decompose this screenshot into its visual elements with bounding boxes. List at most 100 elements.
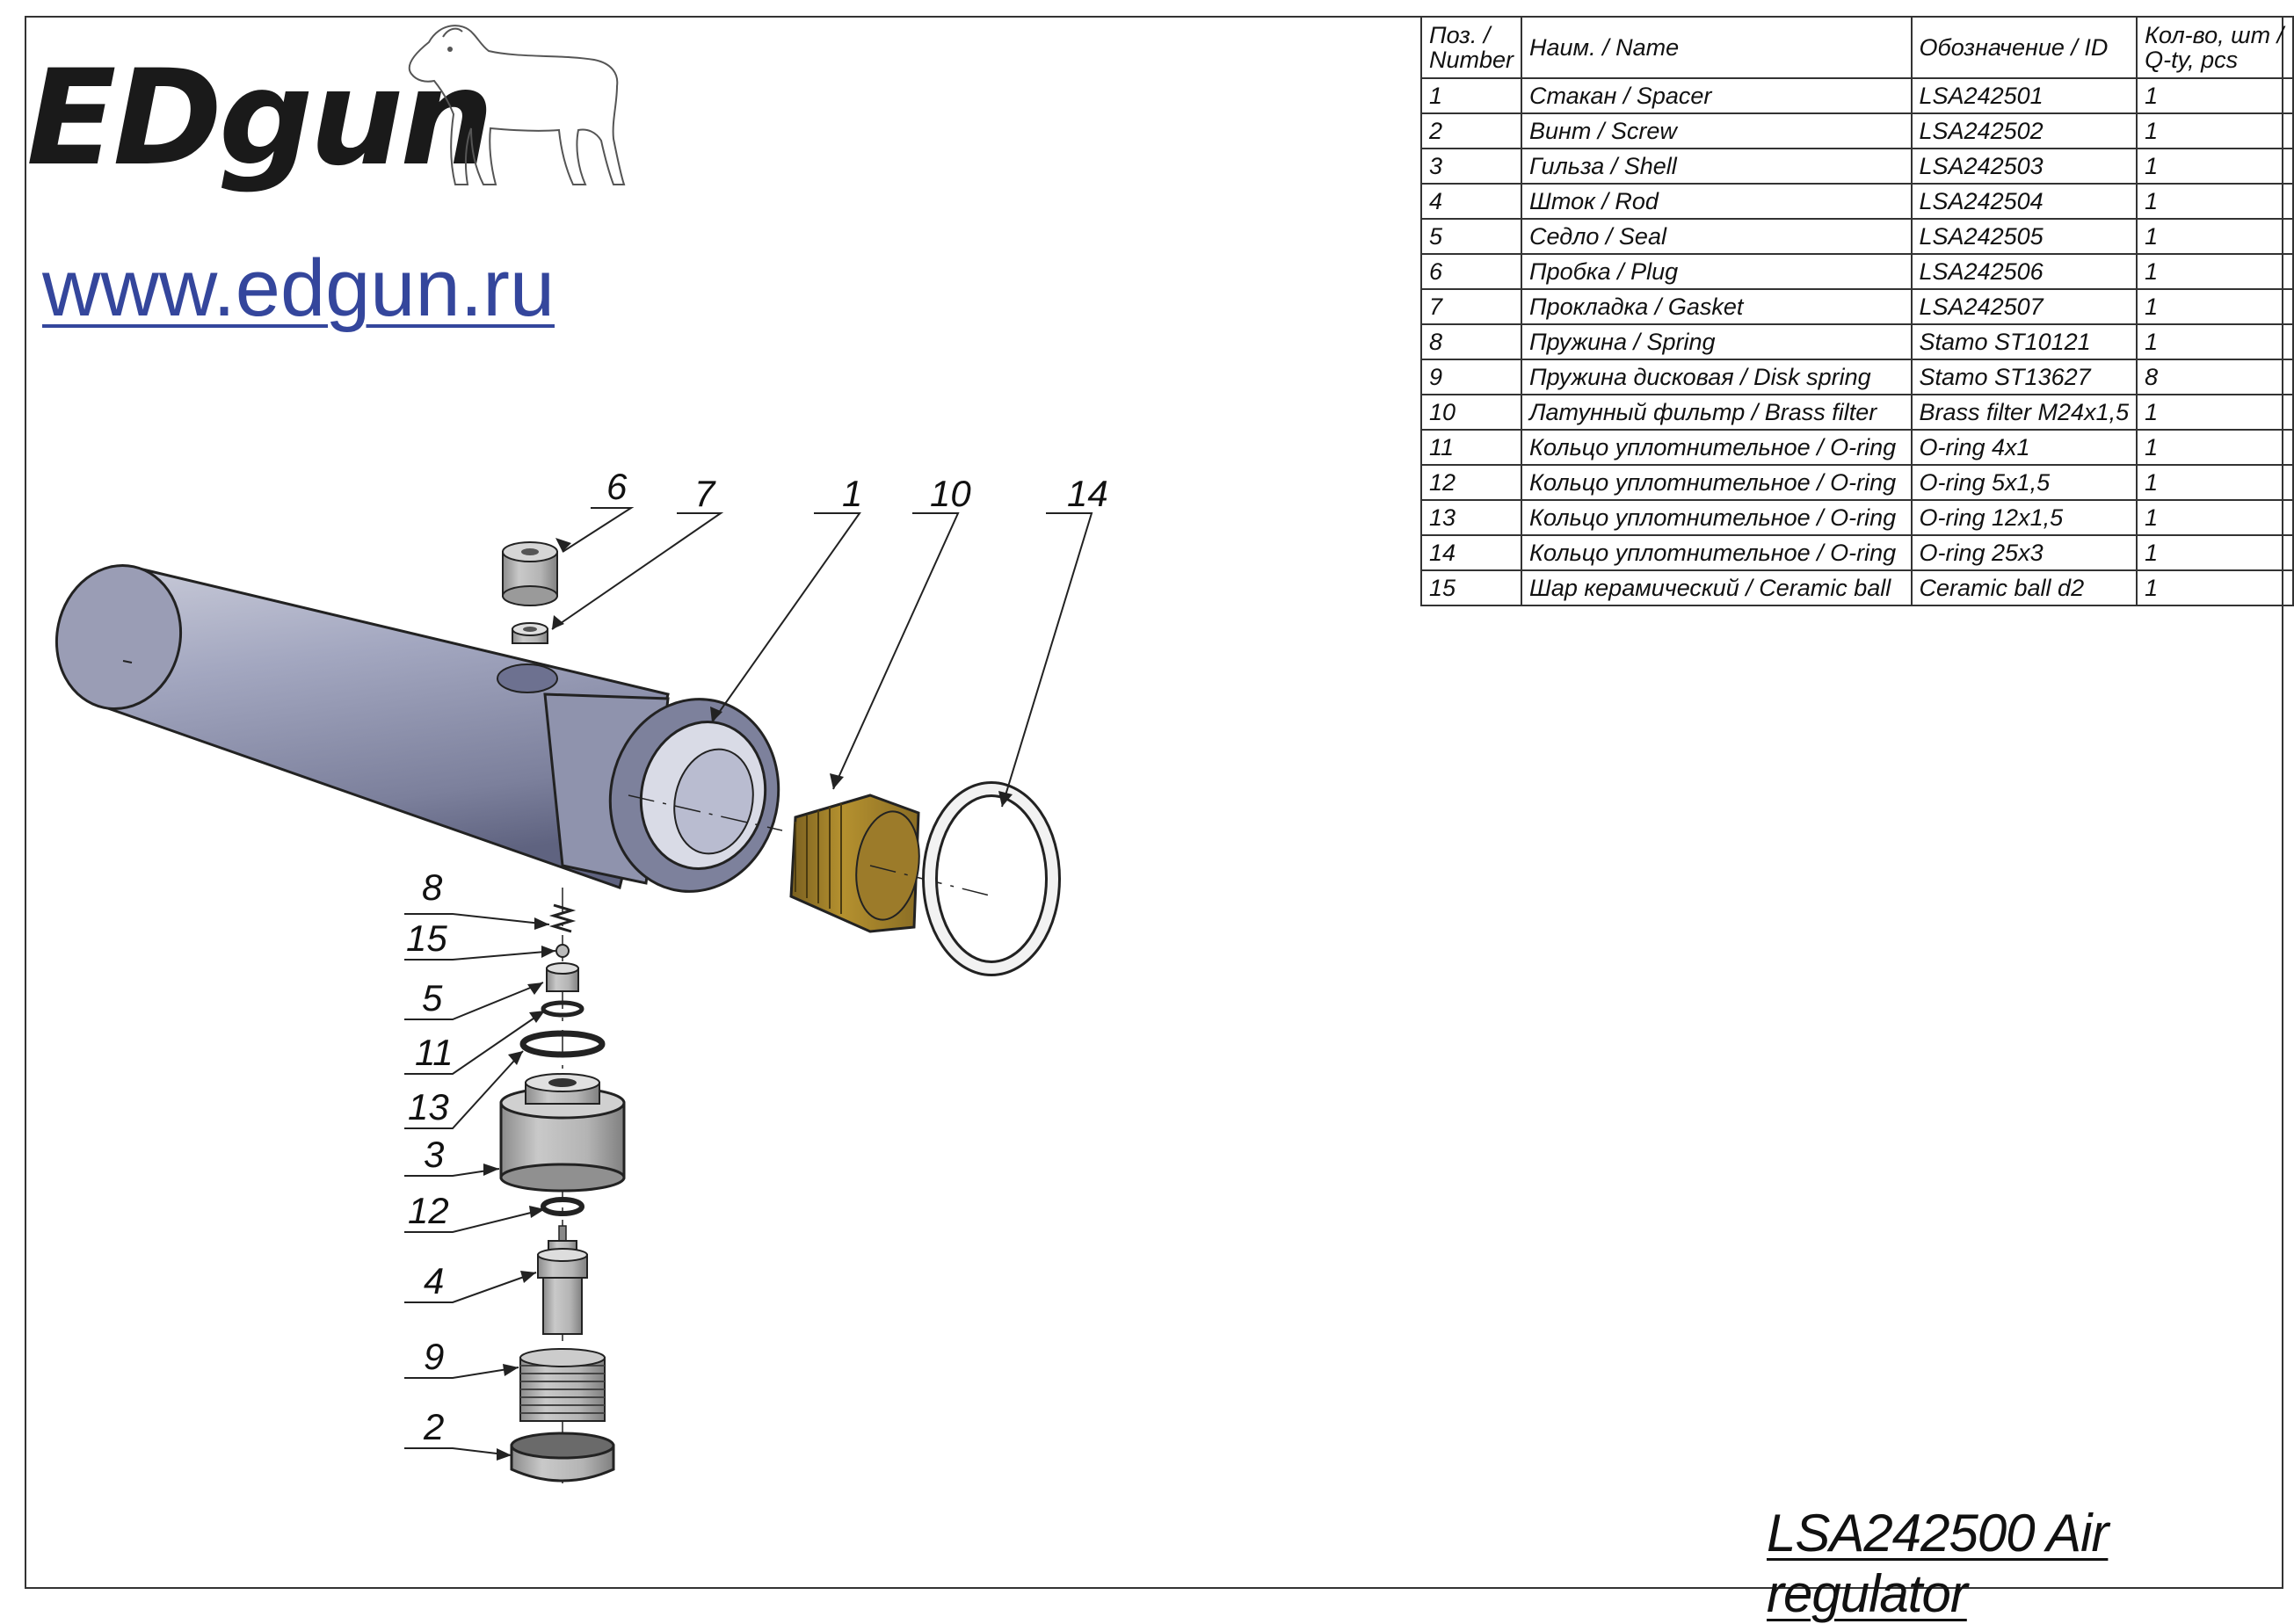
part-5-seal (546, 962, 579, 992)
cell-qty: 1 (2136, 112, 2294, 149)
website-link[interactable]: www.edgun.ru (42, 243, 555, 333)
cell-number: 1 (1419, 77, 1523, 114)
cell-number: 8 (1419, 323, 1523, 360)
edgun-logo: EDgun (26, 42, 494, 195)
cell-name: Гильза / Shell (1521, 148, 1913, 185)
sheet-title: LSA242500 Air regulator (1767, 1504, 2109, 1623)
cell-number: 4 (1419, 183, 1523, 220)
cell-number: 5 (1419, 218, 1523, 255)
callout-13: 13 (408, 1086, 449, 1127)
cell-qty: 1 (2136, 534, 2294, 571)
part-2-screw (510, 1432, 615, 1483)
leader-lines (404, 507, 1093, 1456)
part-15-ceramic-ball (555, 944, 570, 958)
cell-id: LSA242505 (1910, 218, 2138, 255)
callout-5: 5 (422, 977, 443, 1019)
drawing-sheet-frame (25, 16, 2283, 1589)
cell-name: Шар керамический / Ceramic ball (1521, 569, 1913, 606)
cell-qty: 1 (2136, 77, 2294, 114)
header-qty: Кол-во, шт /Q-ty, pcs (2136, 16, 2294, 79)
cell-name: Пружина дисковая / Disk spring (1521, 359, 1913, 395)
cell-id: O-ring 5x1,5 (1910, 464, 2138, 501)
cell-number: 6 (1419, 253, 1523, 290)
part-11-o-ring (541, 1000, 584, 1018)
part-7-gasket (512, 622, 548, 644)
callout-14: 14 (1067, 473, 1108, 514)
callout-6: 6 (606, 466, 628, 507)
cell-id: LSA242503 (1910, 148, 2138, 185)
cell-name: Винт / Screw (1521, 112, 1913, 149)
cell-id: LSA242502 (1910, 112, 2138, 149)
cell-number: 14 (1419, 534, 1523, 571)
callout-10: 10 (930, 473, 971, 514)
cell-number: 13 (1419, 499, 1523, 536)
cell-id: Ceramic ball d2 (1910, 569, 2138, 606)
cell-number: 12 (1419, 464, 1523, 501)
cell-id: O-ring 4x1 (1910, 429, 2138, 466)
cell-qty: 1 (2136, 499, 2294, 536)
cell-id: Stamo ST13627 (1910, 359, 2138, 395)
table-header-row: Поз. /Number Наим. / Name Обозначение / … (1419, 16, 2294, 79)
cell-number: 15 (1419, 569, 1523, 606)
cell-name: Прокладка / Gasket (1521, 288, 1913, 325)
callout-9: 9 (424, 1336, 444, 1377)
leader-arrowheads (483, 538, 1013, 1461)
part-3-shell (499, 1073, 626, 1193)
callout-12: 12 (408, 1190, 449, 1231)
callout-2: 2 (423, 1406, 444, 1447)
header-name: Наим. / Name (1521, 16, 1913, 79)
part-14-o-ring (922, 781, 1061, 976)
cell-id: LSA242506 (1910, 253, 2138, 290)
cell-name: Кольцо уплотнительное / O-ring (1521, 534, 1913, 571)
cell-qty: 1 (2136, 569, 2294, 606)
callout-4: 4 (424, 1260, 444, 1301)
header-number: Поз. /Number (1419, 16, 1523, 79)
callout-8: 8 (422, 866, 443, 908)
part-13-o-ring (519, 1030, 606, 1058)
cell-qty: 8 (2136, 359, 2294, 395)
cell-qty: 1 (2136, 218, 2294, 255)
cell-name: Кольцо уплотнительное / O-ring (1521, 429, 1913, 466)
cell-id: LSA242504 (1910, 183, 2138, 220)
cell-number: 9 (1419, 359, 1523, 395)
part-10-brass-filter (789, 794, 994, 933)
parts-table: Поз. /Number Наим. / Name Обозначение / … (1419, 16, 2294, 606)
cell-name: Кольцо уплотнительное / O-ring (1521, 464, 1913, 501)
cell-name: Кольцо уплотнительное / O-ring (1521, 499, 1913, 536)
cell-name: Шток / Rod (1521, 183, 1913, 220)
cell-id: LSA242501 (1910, 77, 2138, 114)
header-id: Обозначение / ID (1910, 16, 2138, 79)
cell-qty: 1 (2136, 394, 2294, 431)
cell-qty: 1 (2136, 323, 2294, 360)
cell-qty: 1 (2136, 253, 2294, 290)
cell-name: Седло / Seal (1521, 218, 1913, 255)
header-number-text: Поз. /Number (1429, 22, 1514, 73)
part-6-plug (502, 541, 558, 606)
cell-name: Латунный фильтр / Brass filter (1521, 394, 1913, 431)
callout-11: 11 (415, 1032, 454, 1073)
dog-logo-icon (408, 25, 626, 185)
header-qty-text: Кол-во, шт /Q-ty, pcs (2145, 22, 2284, 73)
callout-15: 15 (406, 917, 447, 959)
cell-qty: 1 (2136, 429, 2294, 466)
part-8-spring (548, 903, 577, 933)
cell-id: Brass filter M24x1,5 (1910, 394, 2138, 431)
cell-id: O-ring 12x1,5 (1910, 499, 2138, 536)
cell-id: O-ring 25x3 (1910, 534, 2138, 571)
cell-id: LSA242507 (1910, 288, 2138, 325)
callout-3: 3 (424, 1134, 444, 1175)
